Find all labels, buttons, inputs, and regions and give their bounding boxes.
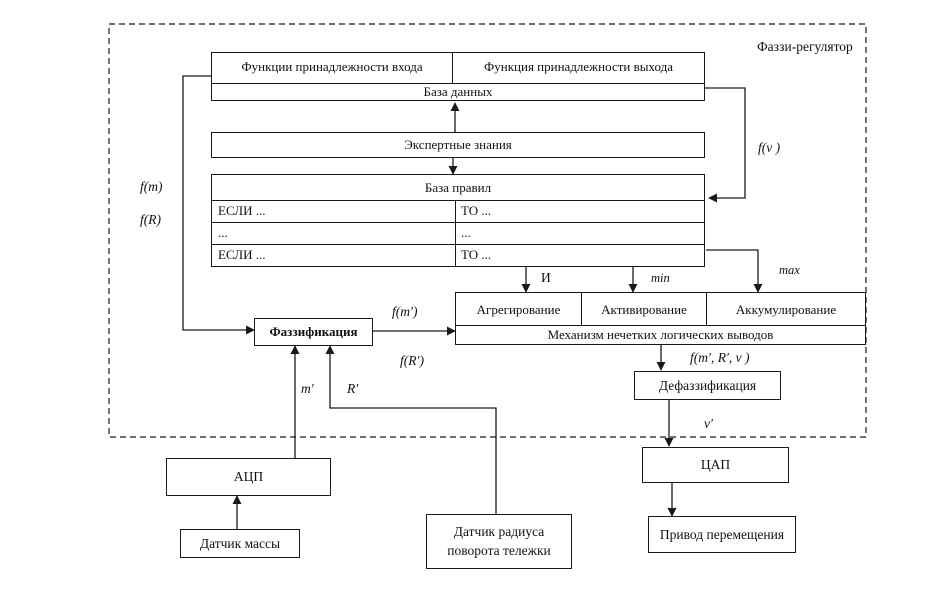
signal-and-operator: И — [541, 270, 551, 285]
arrow-rules-to-accumulation — [706, 249, 763, 293]
mass-sensor-block: Датчик массы — [180, 529, 300, 558]
rule-row-separator — [212, 222, 704, 223]
rule-if-cell: ... — [218, 225, 228, 240]
arrow-radius-sensor-to-fuzzification — [325, 345, 497, 514]
radius-sensor-line2: поворота тележки — [447, 543, 551, 558]
inference-block: Агрегирование Активирование Аккумулирова… — [455, 292, 866, 345]
fuzzification-block: Фаззификация — [254, 318, 373, 346]
radius-sensor-block: Датчик радиуса поворота тележки — [426, 514, 572, 569]
controller-boundary — [108, 23, 867, 438]
rule-row-separator — [212, 244, 704, 245]
rule-column-divider — [455, 200, 456, 266]
aggregation-cell: Агрегирование — [476, 302, 561, 317]
arrow-database-to-rules — [705, 87, 746, 203]
database-divider — [452, 53, 453, 83]
rule-then-cell: ТО ... — [461, 247, 492, 262]
rule-if-cell: ЕСЛИ ... — [218, 203, 266, 218]
expert-knowledge-block: Экспертные знания — [211, 132, 705, 158]
signal-f-v: f(v ) — [758, 140, 781, 155]
accumulation-cell: Аккумулирование — [735, 302, 837, 317]
rule-base-block: База правил ЕСЛИ ... ТО ... ... ... ЕСЛИ… — [211, 174, 705, 267]
inference-separator — [456, 325, 865, 326]
signal-min-operator: min — [651, 271, 670, 285]
dac-block: ЦАП — [642, 447, 789, 483]
signal-f-combined: f(m′, R′, v ) — [690, 350, 750, 365]
signal-f-m-prime: f(m′) — [392, 304, 418, 319]
defuzzification-block: Дефаззификация — [634, 371, 781, 400]
signal-f-m: f(m) — [140, 179, 163, 194]
output-membership-cell: Функция принадлежности выхода — [483, 59, 673, 74]
signal-f-R-prime: f(R′) — [400, 353, 424, 368]
signal-R-prime: R′ — [347, 381, 359, 396]
signal-m-prime: m′ — [301, 381, 314, 396]
inference-divider — [706, 293, 707, 325]
rule-if-cell: ЕСЛИ ... — [218, 247, 266, 262]
input-membership-cell: Функции принадлежности входа — [241, 59, 423, 74]
inference-divider — [581, 293, 582, 325]
signal-max-operator: max — [779, 263, 800, 277]
radius-sensor-line1: Датчик радиуса — [453, 524, 545, 539]
database-separator — [212, 83, 704, 84]
database-label: База данных — [423, 84, 493, 99]
rule-base-title: База правил — [424, 180, 492, 195]
database-block: Функции принадлежности входа Функция при… — [211, 52, 705, 101]
drive-block: Привод перемещения — [648, 516, 796, 553]
rule-row-separator — [212, 200, 704, 201]
arrow-database-to-fuzzification — [182, 75, 255, 335]
signal-f-R: f(R) — [140, 212, 161, 227]
controller-title: Фаззи-регулятор — [757, 39, 853, 54]
rule-then-cell: ТО ... — [461, 203, 492, 218]
rule-then-cell: ... — [461, 225, 471, 240]
activation-cell: Активирование — [601, 302, 687, 317]
adc-block: АЦП — [166, 458, 331, 496]
inference-label: Механизм нечетких логических выводов — [547, 327, 774, 342]
signal-v-prime: v′ — [704, 416, 713, 431]
